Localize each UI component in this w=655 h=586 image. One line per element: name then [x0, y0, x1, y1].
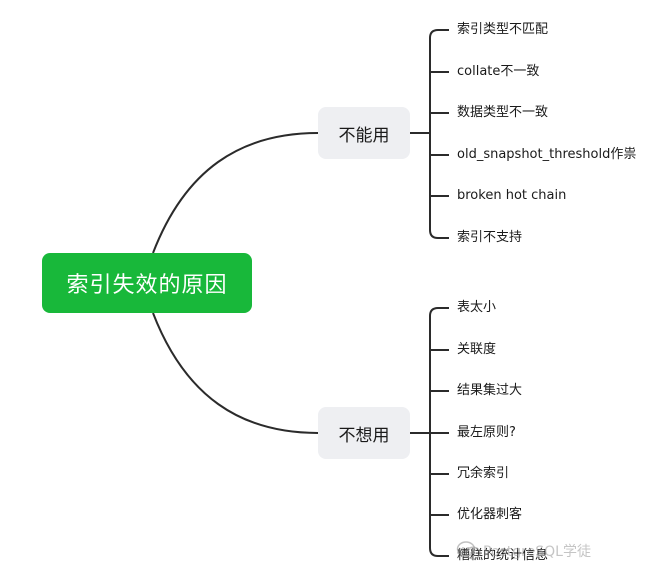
leaf-node: 数据类型不一致	[457, 105, 549, 120]
leaf-node: 冗余索引	[457, 466, 510, 481]
branch-1-bracket	[410, 29, 449, 239]
root-to-branch-2-line	[152, 312, 319, 434]
leaf-node: 结果集过大	[457, 383, 523, 398]
root-node: 索引失效的原因	[42, 253, 252, 313]
leaf-node: collate不一致	[457, 64, 540, 79]
watermark-text: PostgreSQL学徒	[483, 544, 591, 560]
branch-node-do-not-want: 不想用	[318, 407, 410, 459]
leaf-node: 优化器刺客	[457, 507, 523, 522]
leaf-node: 索引不支持	[457, 230, 523, 245]
root-to-branch-1-line	[152, 132, 319, 254]
leaf-node: 索引类型不匹配	[457, 22, 549, 37]
leaf-node: 表太小	[457, 300, 497, 315]
wechat-icon	[456, 541, 481, 560]
leaf-node: 最左原则?	[457, 425, 516, 440]
leaf-node: old_snapshot_threshold作祟	[457, 147, 637, 162]
branch-node-cannot-use: 不能用	[318, 107, 410, 159]
branch-2-bracket	[410, 307, 449, 557]
leaf-node: broken hot chain	[457, 188, 567, 203]
leaf-node: 关联度	[457, 342, 497, 357]
